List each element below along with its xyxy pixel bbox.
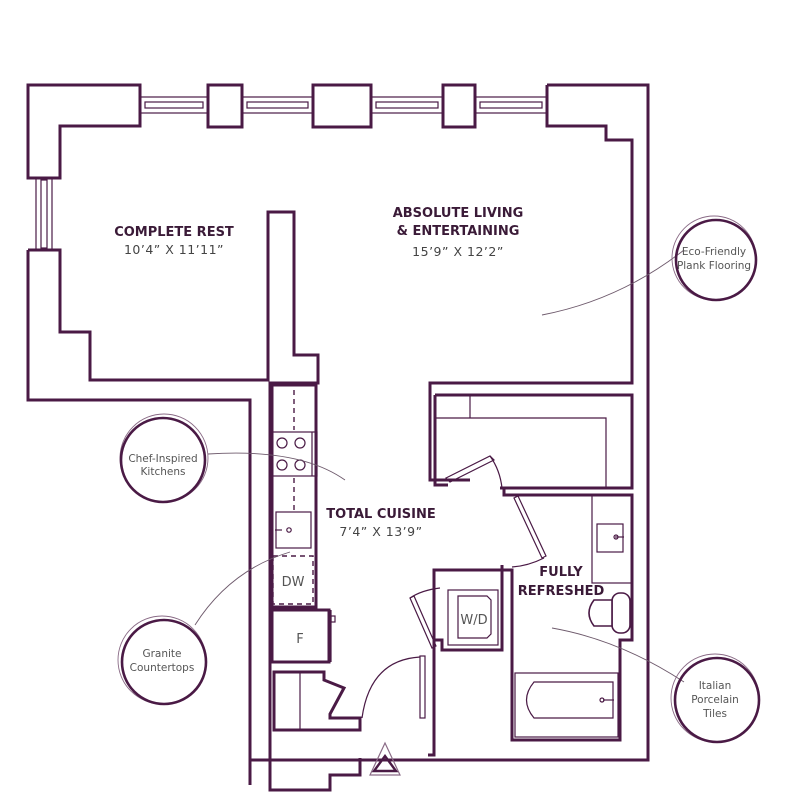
fridge-label: F bbox=[296, 632, 303, 647]
leader-tiles bbox=[551, 627, 685, 683]
svg-text:Porcelain: Porcelain bbox=[691, 694, 739, 706]
room-label-bedroom: COMPLETE REST 10’4” X 11’11” bbox=[114, 225, 234, 257]
svg-text:Chef-Inspired: Chef-Inspired bbox=[128, 453, 197, 465]
svg-text:& ENTERTAINING: & ENTERTAINING bbox=[397, 224, 520, 239]
svg-text:Tiles: Tiles bbox=[702, 708, 727, 720]
svg-text:Plank Flooring: Plank Flooring bbox=[677, 260, 751, 272]
top-windows bbox=[139, 96, 548, 114]
svg-text:Granite: Granite bbox=[142, 648, 181, 660]
callout-kitchens[interactable]: Chef-Inspired Kitchens bbox=[119, 413, 209, 504]
pillar bbox=[206, 83, 244, 129]
svg-text:REFRESHED: REFRESHED bbox=[518, 584, 605, 599]
entry-door bbox=[361, 655, 426, 719]
svg-text:Eco-Friendly: Eco-Friendly bbox=[682, 246, 746, 258]
pillar bbox=[441, 83, 477, 129]
outer-walls bbox=[26, 83, 650, 792]
svg-text:Countertops: Countertops bbox=[130, 662, 195, 674]
leader-kitchens bbox=[207, 452, 346, 481]
closet bbox=[433, 393, 634, 490]
leader-countertops bbox=[194, 551, 291, 626]
callout-flooring[interactable]: Eco-Friendly Plank Flooring bbox=[671, 215, 758, 302]
svg-text:7’4” X 13’9”: 7’4” X 13’9” bbox=[339, 524, 422, 539]
pillar bbox=[311, 83, 373, 129]
laundry: W/D bbox=[409, 568, 504, 757]
callout-tiles[interactable]: Italian Porcelain Tiles bbox=[670, 653, 761, 744]
bathroom bbox=[500, 488, 634, 742]
entry-arrow-icon bbox=[369, 741, 401, 776]
svg-text:ABSOLUTE LIVING: ABSOLUTE LIVING bbox=[393, 206, 524, 221]
dishwasher-label: DW bbox=[282, 575, 305, 590]
toilet-icon bbox=[588, 592, 631, 634]
room-label-living: ABSOLUTE LIVING & ENTERTAINING 15’9” X 1… bbox=[393, 206, 524, 259]
room-label-bathroom: FULLY REFRESHED bbox=[518, 565, 605, 599]
svg-text:Kitchens: Kitchens bbox=[141, 466, 186, 478]
svg-text:15’9” X 12’2”: 15’9” X 12’2” bbox=[412, 244, 504, 259]
washer-dryer-label: W/D bbox=[460, 613, 487, 628]
sink-icon bbox=[596, 523, 624, 553]
svg-text:COMPLETE REST: COMPLETE REST bbox=[114, 225, 234, 240]
vanity bbox=[591, 494, 633, 584]
kitchen-counter: DW F bbox=[270, 383, 362, 732]
left-window bbox=[35, 177, 53, 251]
room-label-kitchen: TOTAL CUISINE 7’4” X 13’9” bbox=[326, 507, 436, 539]
svg-text:TOTAL CUISINE: TOTAL CUISINE bbox=[326, 507, 436, 522]
svg-text:FULLY: FULLY bbox=[539, 565, 583, 580]
stove-icon bbox=[271, 431, 318, 477]
callout-countertops[interactable]: Granite Countertops bbox=[117, 615, 208, 706]
bathtub-icon bbox=[514, 672, 619, 738]
svg-text:10’4” X 11’11”: 10’4” X 11’11” bbox=[124, 242, 224, 257]
svg-text:Italian: Italian bbox=[699, 680, 732, 692]
leader-flooring bbox=[541, 249, 685, 316]
